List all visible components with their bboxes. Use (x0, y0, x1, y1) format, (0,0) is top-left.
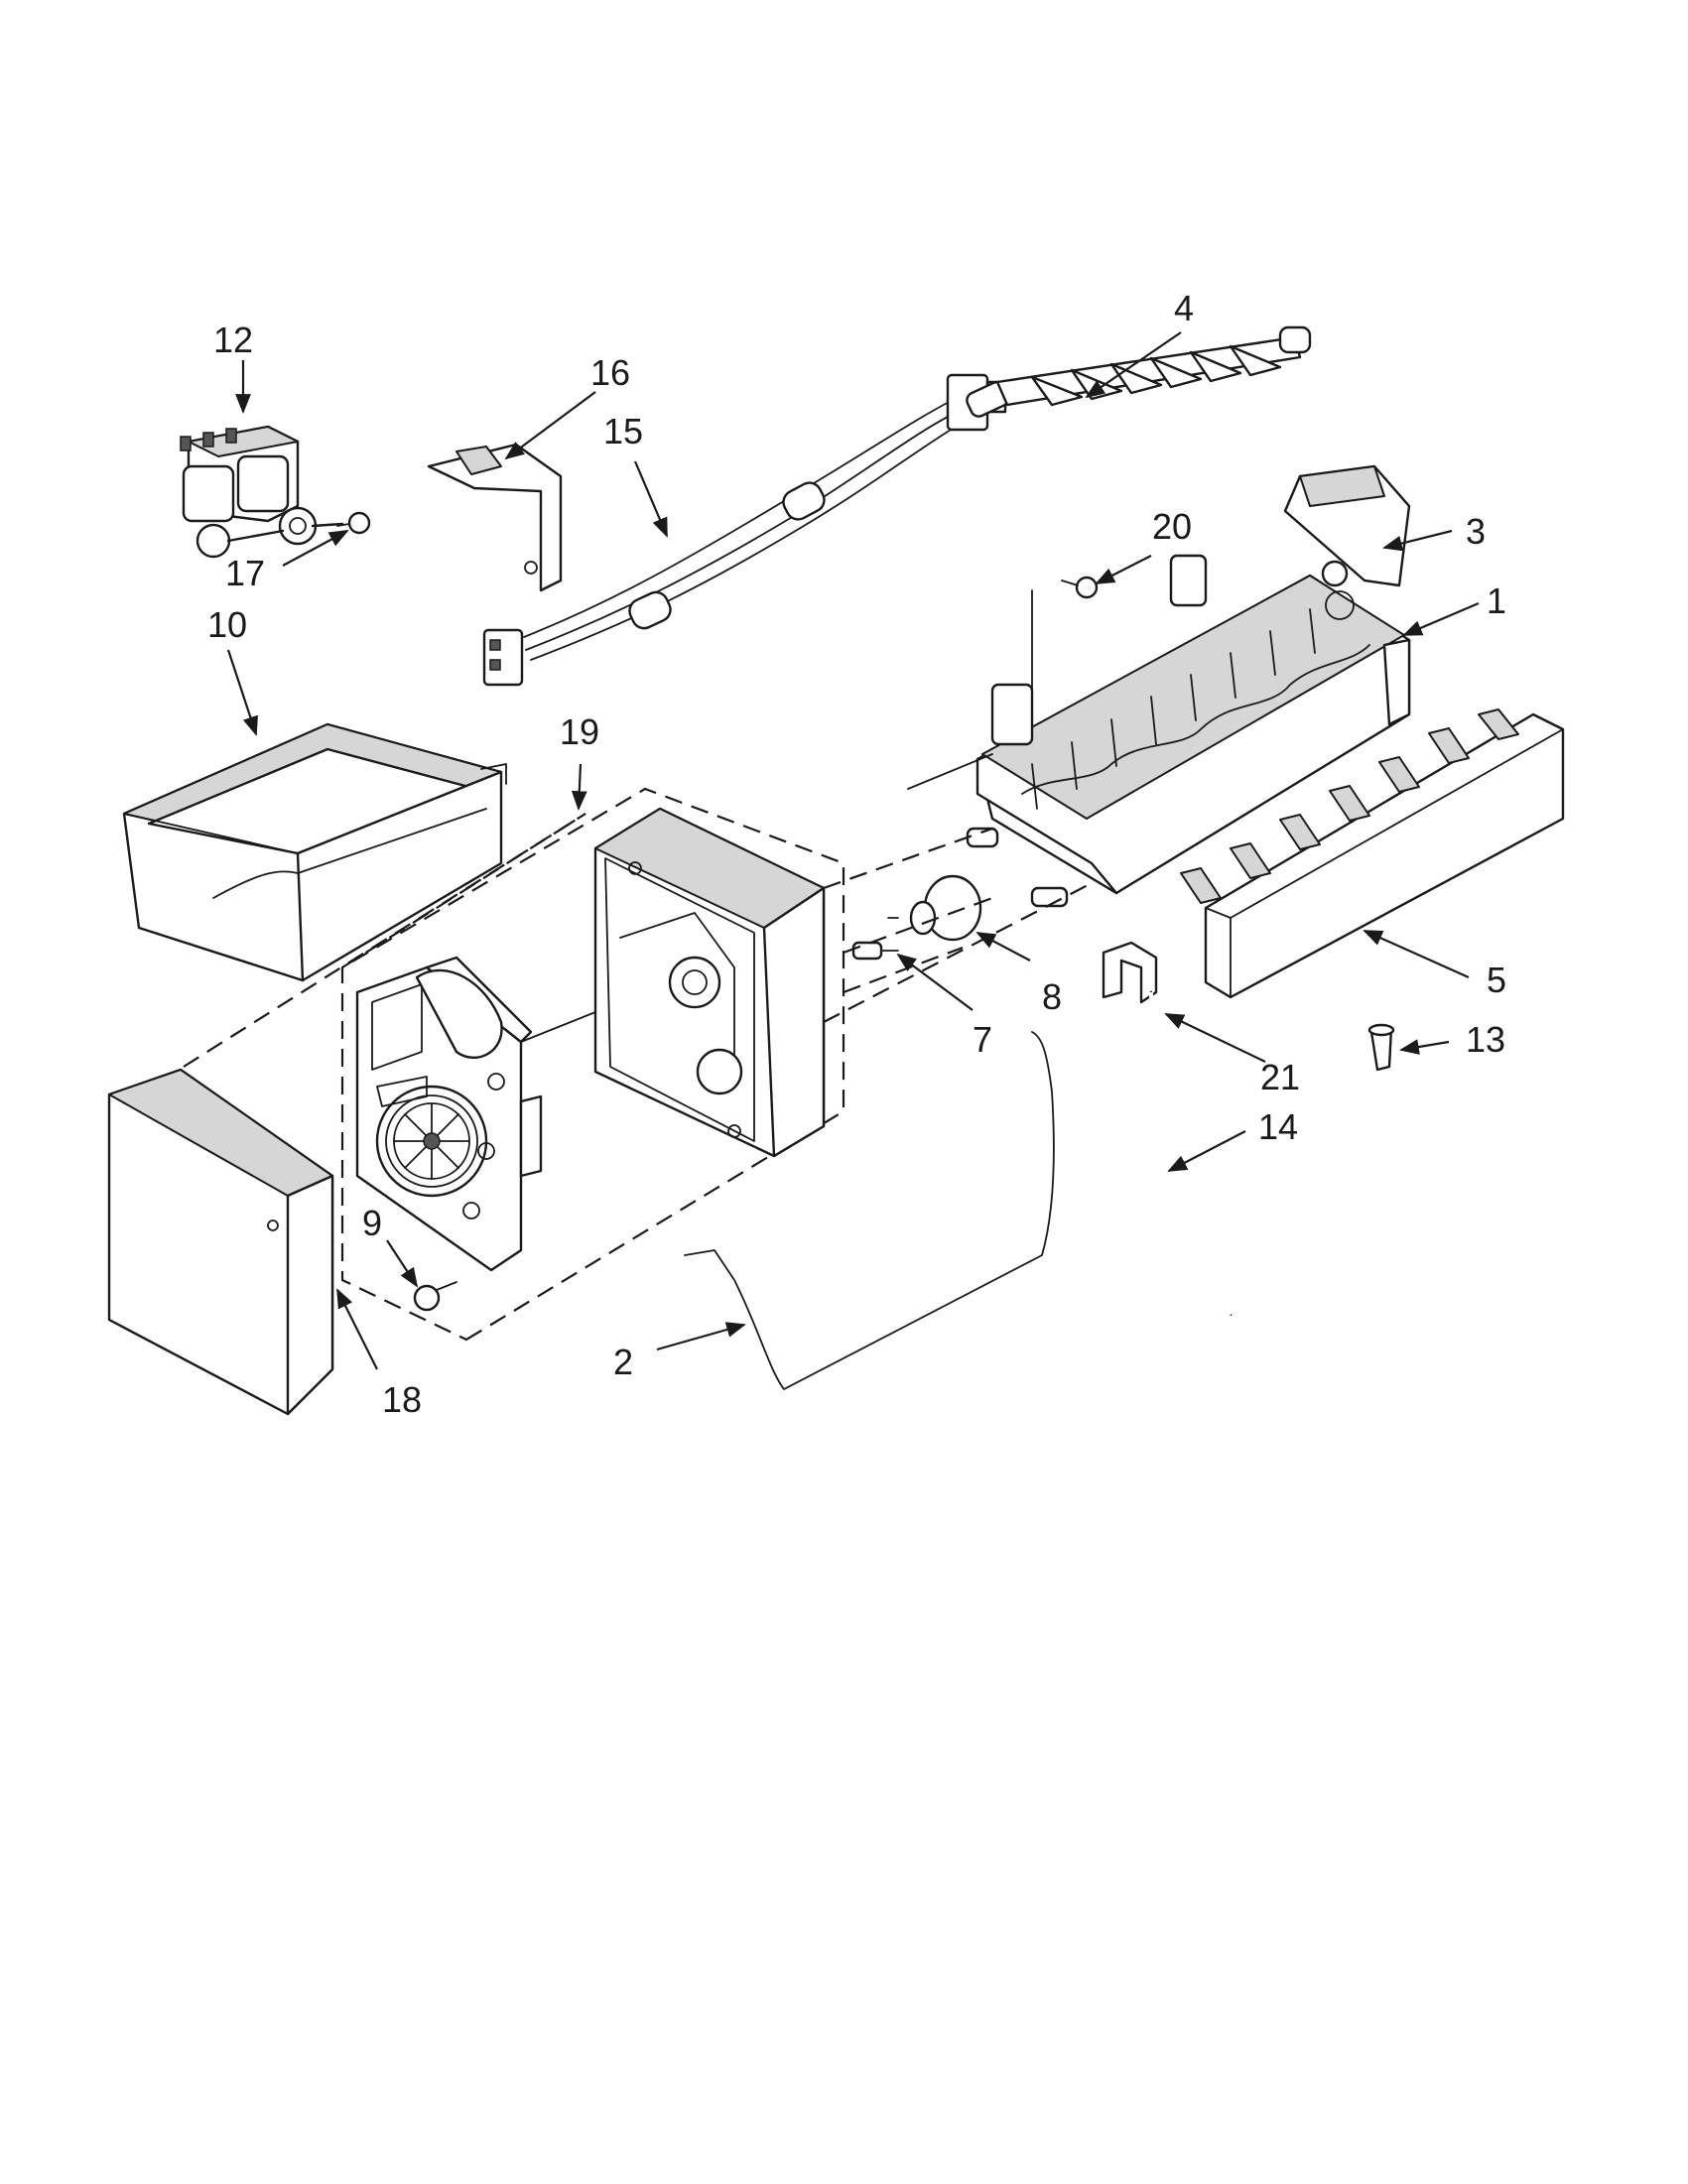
part-tube (1148, 990, 1233, 1317)
part-bracket (427, 443, 563, 592)
leader-lines (226, 331, 1480, 1370)
callout-16: 16 (590, 352, 630, 393)
callout-20: 20 (1152, 506, 1192, 547)
callout-13: 13 (1466, 1019, 1505, 1060)
part-wire-harness (482, 373, 1007, 687)
callout-8: 8 (1042, 976, 1062, 1017)
thermostat-lead-line (907, 589, 1033, 790)
callout-10: 10 (207, 604, 247, 645)
part-thermostat (887, 827, 1069, 942)
callout-1: 1 (1487, 580, 1506, 621)
part-fill-cup-cover (1180, 708, 1565, 999)
part-clip (1102, 941, 1158, 1004)
part-shutoff-arm (684, 1031, 1055, 1390)
callout-19: 19 (560, 711, 599, 752)
callout-5: 5 (1487, 960, 1506, 1000)
callout-14: 14 (1258, 1106, 1298, 1147)
callout-15: 15 (603, 411, 643, 451)
part-water-valve (180, 425, 344, 559)
callout-3: 3 (1466, 511, 1486, 552)
callout-17: 17 (225, 553, 265, 593)
part-screw-9 (413, 1281, 457, 1312)
callout-2: 2 (613, 1342, 633, 1382)
part-mold (975, 554, 1411, 895)
part-heater-pin (851, 941, 899, 961)
part-plug (1367, 1023, 1395, 1072)
callout-9: 9 (362, 1203, 382, 1243)
part-front-cover (107, 1068, 334, 1416)
part-cover (1283, 464, 1411, 587)
callout-7: 7 (973, 1019, 992, 1060)
callout-18: 18 (382, 1379, 422, 1420)
part-ice-bin (122, 722, 507, 982)
callout-4: 4 (1174, 288, 1194, 328)
callout-labels: 12 17 10 16 15 4 20 3 1 19 5 8 7 13 21 1… (207, 288, 1506, 1420)
part-screw-17 (336, 511, 371, 535)
part-screw-20 (1061, 576, 1099, 599)
callout-12: 12 (213, 320, 253, 360)
callout-21: 21 (1260, 1057, 1300, 1097)
part-module-assembly (340, 787, 845, 1342)
part-ejector (966, 325, 1312, 418)
